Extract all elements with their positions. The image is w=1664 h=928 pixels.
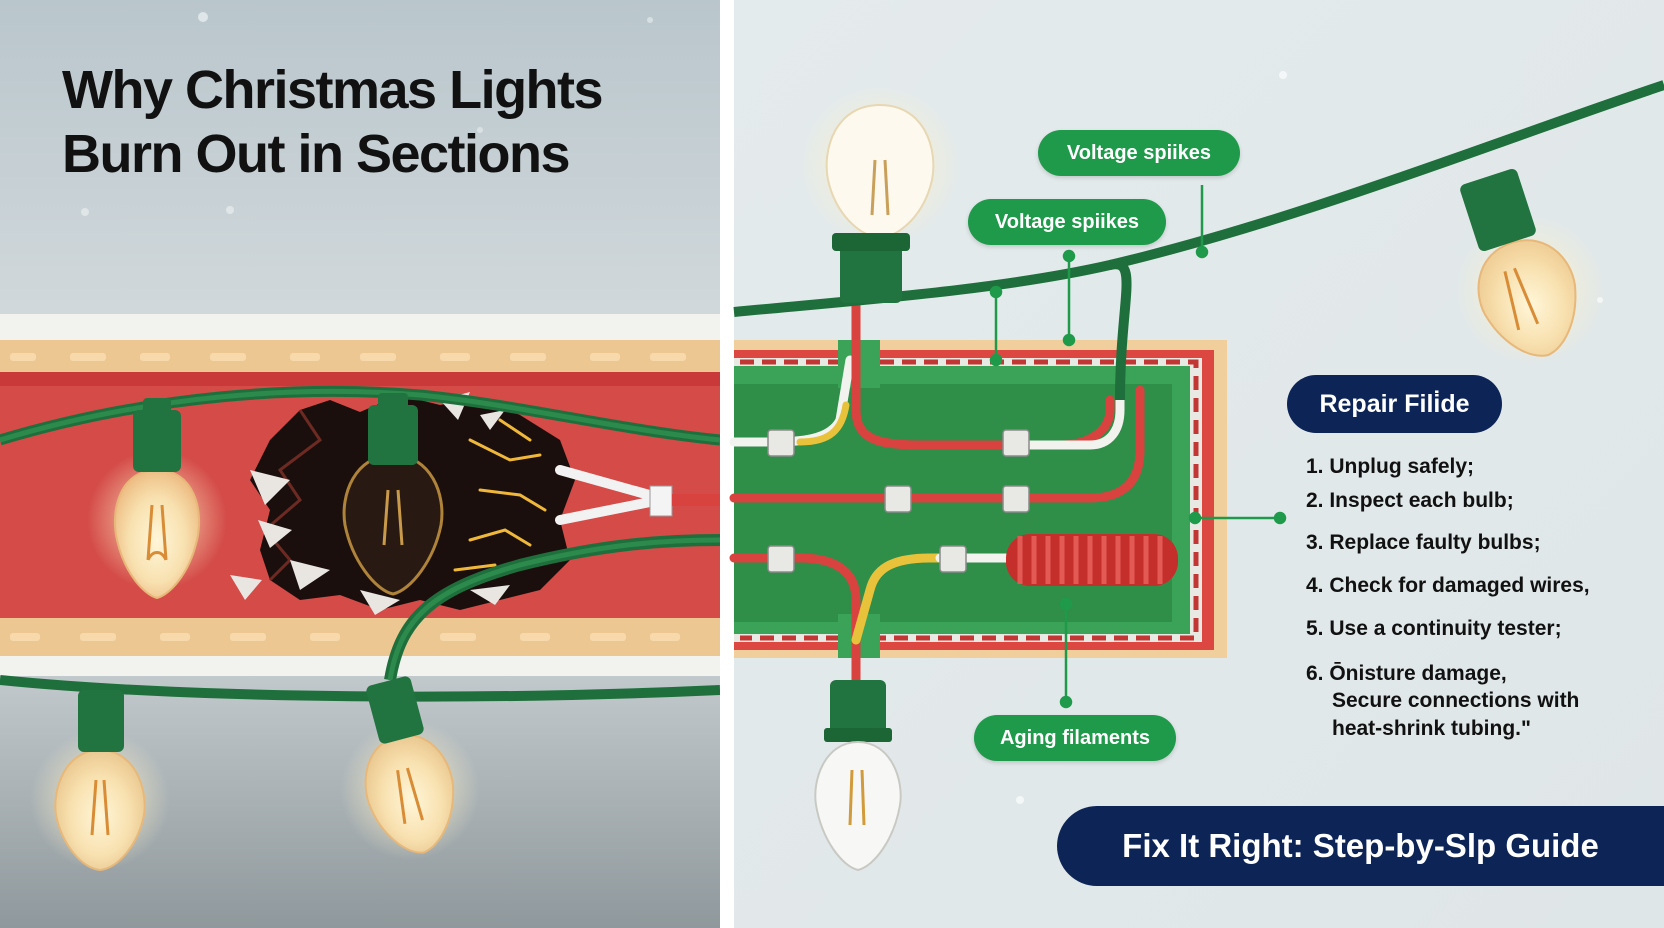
fix-it-right-banner: Fix It Right: Step-by-Slp Guide: [1057, 806, 1664, 886]
repair-step-5: 5. Use a continuity tester;: [1306, 617, 1562, 640]
aging-filament-coil: [1006, 534, 1178, 586]
bulb-burnt-out: [342, 393, 444, 596]
repair-step-6-line-2: Secure connections with: [1332, 689, 1580, 712]
title-line-1: Why Christmas Lights: [62, 60, 604, 120]
left-panel: [0, 0, 721, 928]
repair-step-6-line-3: heat-shrink tubing.": [1332, 717, 1531, 740]
repair-step-4: 4. Check for damaged wires,: [1306, 574, 1590, 597]
bulb-bottom: [814, 680, 902, 872]
box-wires: [729, 295, 1145, 695]
label-aging-filaments: Aging filaments: [974, 715, 1176, 761]
page-title: Why Christmas Lights Burn Out in Section…: [62, 58, 722, 186]
repair-step-1: 1. Unplug safely;: [1306, 455, 1475, 478]
bulb-hanging-1: [30, 690, 170, 872]
repair-step-6: 6. Ōnisture damage,: [1306, 662, 1507, 685]
title-line-2: Burn Out in Sections: [62, 124, 571, 184]
label-voltage-spikes-lower: Voltage spiikes: [968, 199, 1166, 245]
label-voltage-spikes-upper: Voltage spiikes: [1038, 130, 1240, 176]
bulb-top: [800, 85, 960, 303]
bulb-hanging-2: [340, 676, 480, 860]
repair-step-3: 3. Replace faulty bulbs;: [1306, 531, 1541, 554]
callout-leaders: [989, 185, 1287, 709]
wire-connectors: [767, 429, 1030, 573]
bulb-left-lit: [87, 398, 227, 600]
panel-divider: [720, 0, 734, 928]
repair-step-2: 2. Inspect each bulb;: [1306, 489, 1514, 512]
repair-guide-heading: Repair Fili̇de: [1287, 375, 1502, 433]
bulb-right: [1455, 169, 1605, 365]
